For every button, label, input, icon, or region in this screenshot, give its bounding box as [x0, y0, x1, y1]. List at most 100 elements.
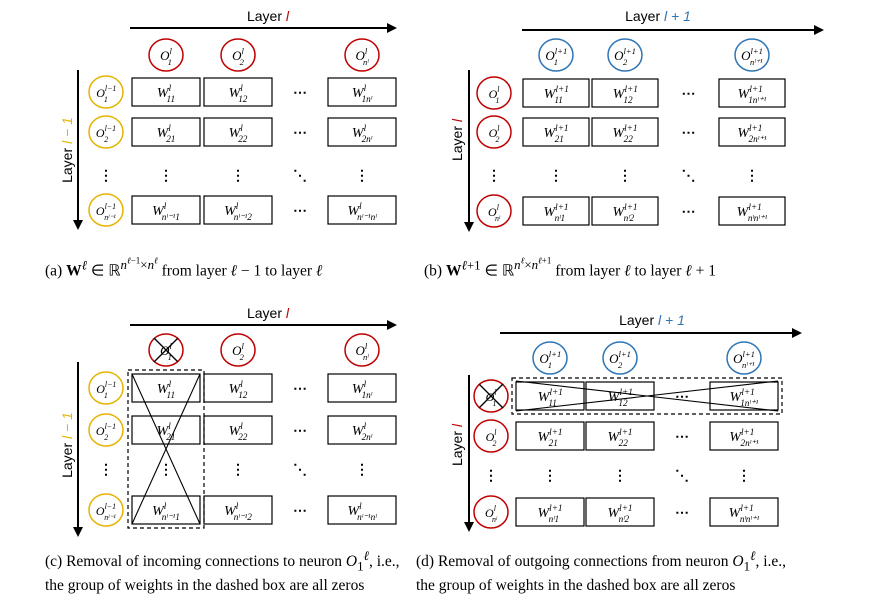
row-neuron-circle	[88, 413, 124, 447]
row-neuron-circle	[88, 75, 124, 109]
row-neuron-circle	[476, 194, 512, 228]
cross-line	[515, 380, 779, 412]
h-ellipsis: ⋯	[675, 428, 689, 444]
h-ellipsis: ⋯	[675, 388, 689, 404]
cross-line	[131, 373, 201, 525]
row-neuron-circle	[473, 419, 509, 453]
col-neuron-circle	[726, 341, 762, 375]
row-neuron-circle	[476, 76, 512, 110]
col-neuron-circle	[734, 38, 770, 72]
col-neuron-circle	[148, 333, 184, 367]
v-ellipsis: ⋮	[355, 167, 369, 183]
v-ellipsis: ⋮	[487, 167, 501, 183]
side-layer-label: Layer l	[449, 423, 465, 466]
diag-ellipsis: ⋱	[293, 167, 307, 183]
col-neuron-circle	[220, 333, 256, 367]
caption-a: (a) Wℓ ∈ ℝnℓ−1×nℓ from layer ℓ − 1 to la…	[45, 256, 323, 280]
h-ellipsis: ⋯	[293, 84, 307, 100]
h-ellipsis: ⋯	[293, 380, 307, 396]
caption-c: (c) Removal of incoming connections to n…	[45, 548, 400, 595]
side-layer-label: Layer l − 1	[59, 117, 75, 183]
weight-cell	[515, 421, 585, 451]
weight-cell	[203, 77, 273, 107]
weight-cell	[718, 196, 786, 226]
weight-cell	[203, 195, 273, 225]
weight-cell	[709, 421, 779, 451]
h-ellipsis: ⋯	[682, 124, 696, 140]
weight-cell	[327, 373, 397, 403]
v-ellipsis: ⋮	[618, 167, 632, 183]
col-neuron-circle	[602, 341, 638, 375]
row-neuron-circle	[476, 115, 512, 149]
v-ellipsis: ⋮	[231, 461, 245, 477]
weight-cell	[131, 373, 201, 403]
weight-cell	[327, 77, 397, 107]
v-ellipsis: ⋮	[737, 467, 751, 483]
diag-ellipsis: ⋱	[682, 167, 696, 183]
cross-line	[153, 337, 179, 363]
col-neuron-circle	[220, 38, 256, 72]
weight-cell	[203, 415, 273, 445]
h-ellipsis: ⋯	[293, 124, 307, 140]
col-neuron-circle	[344, 333, 380, 367]
h-ellipsis: ⋯	[293, 422, 307, 438]
weight-cell	[591, 196, 659, 226]
top-layer-label: Layer l	[247, 8, 290, 24]
col-neuron-circle	[148, 38, 184, 72]
row-neuron-circle	[473, 379, 509, 413]
h-ellipsis: ⋯	[293, 202, 307, 218]
weight-cell	[718, 117, 786, 147]
weight-cell	[131, 77, 201, 107]
row-neuron-circle	[473, 495, 509, 529]
weight-cell	[327, 117, 397, 147]
v-ellipsis: ⋮	[355, 461, 369, 477]
row-neuron-circle	[88, 193, 124, 227]
col-neuron-label: Ol1	[160, 341, 172, 362]
weight-cell	[709, 497, 779, 527]
weight-cell	[522, 78, 590, 108]
col-neuron-circle	[607, 38, 643, 72]
weight-cell	[131, 117, 201, 147]
weight-cell	[515, 381, 585, 411]
v-ellipsis: ⋮	[231, 167, 245, 183]
weight-cell	[131, 495, 201, 525]
weight-cell	[591, 78, 659, 108]
weight-cell	[585, 497, 655, 527]
